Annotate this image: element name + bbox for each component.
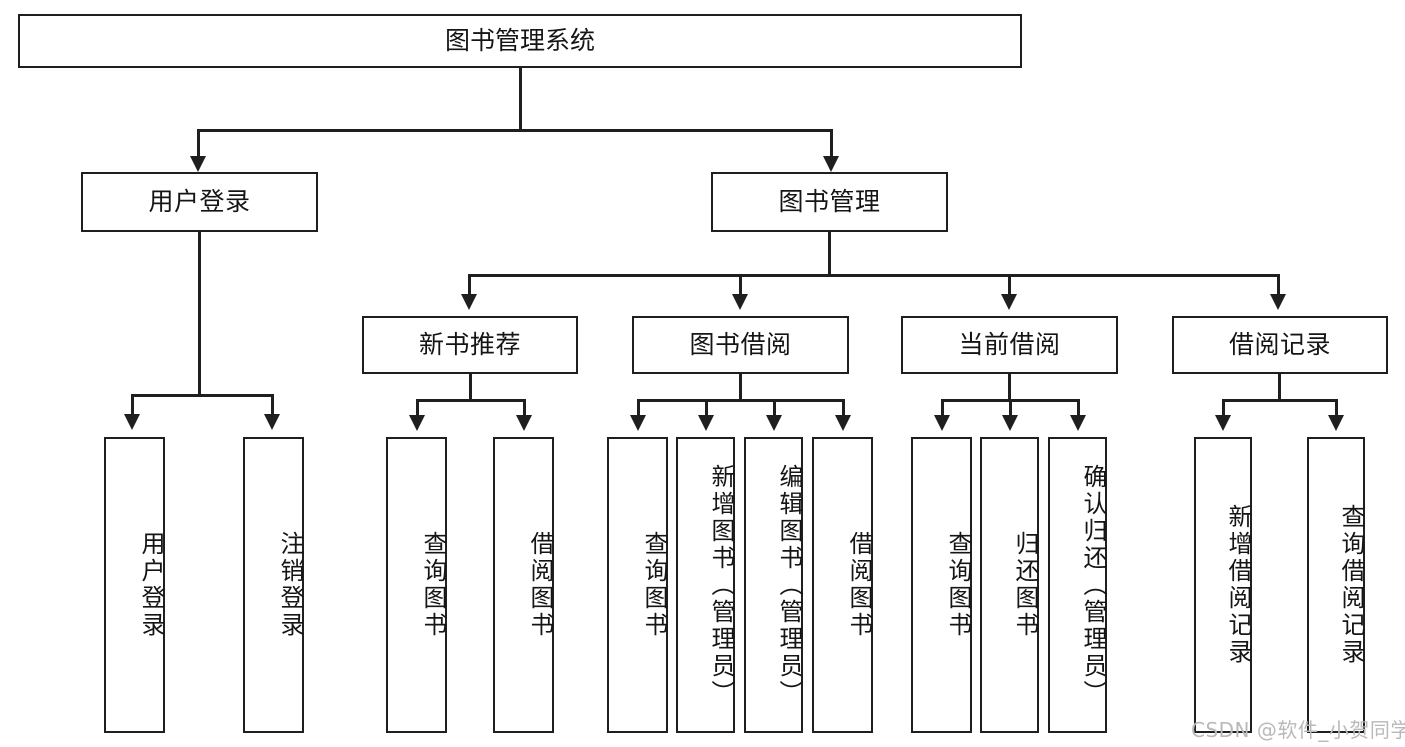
edge-user-login-branch-2 bbox=[271, 394, 274, 416]
node-label: 借阅图书 bbox=[526, 531, 554, 639]
edge-cb-branch-2 bbox=[1009, 399, 1012, 417]
edge-bb-bus bbox=[637, 399, 845, 402]
edge-bb-stem bbox=[739, 374, 742, 401]
edge-bm-branch-2 bbox=[739, 274, 742, 296]
node-label: 当前借阅 bbox=[958, 329, 1061, 359]
node-label: 编辑图书（管理员） bbox=[775, 463, 803, 707]
leaf-cb-return-book[interactable]: 归还图书 bbox=[980, 437, 1039, 733]
node-label: 归还图书 bbox=[1011, 531, 1039, 639]
node-label: 确认归还（管理员） bbox=[1079, 463, 1107, 707]
node-label: 注销登录 bbox=[276, 531, 304, 639]
arrow-nbr-leaf-1 bbox=[409, 415, 425, 431]
edge-bm-branch-3 bbox=[1008, 274, 1011, 296]
node-book-management[interactable]: 图书管理 bbox=[711, 172, 948, 232]
arrow-bb-leaf-3 bbox=[766, 415, 782, 431]
node-label: 查询图书 bbox=[640, 531, 668, 639]
edge-nbr-branch-2 bbox=[523, 399, 526, 417]
edge-root-bus bbox=[197, 129, 833, 132]
edge-cb-stem bbox=[1008, 374, 1011, 401]
arrow-bb-leaf-1 bbox=[630, 415, 646, 431]
edge-book-manage-bus bbox=[468, 274, 1280, 277]
edge-bb-branch-1 bbox=[637, 399, 640, 417]
edge-user-login-stem bbox=[198, 232, 201, 396]
leaf-bb-edit-book-admin[interactable]: 编辑图书（管理员） bbox=[744, 437, 803, 733]
edge-root-to-book-manage bbox=[830, 129, 833, 159]
leaf-cb-query-book[interactable]: 查询图书 bbox=[911, 437, 972, 733]
node-label: 图书管理 bbox=[778, 186, 881, 216]
edge-book-manage-stem bbox=[828, 232, 831, 276]
edge-cb-branch-3 bbox=[1077, 399, 1080, 417]
leaf-br-query-record[interactable]: 查询借阅记录 bbox=[1307, 437, 1365, 733]
edge-nbr-branch-1 bbox=[416, 399, 419, 417]
edge-root-stem bbox=[519, 68, 522, 130]
leaf-bb-add-book-admin[interactable]: 新增图书（管理员） bbox=[676, 437, 735, 733]
node-label: 图书借阅 bbox=[689, 329, 792, 359]
arrow-user-login-leaf-2 bbox=[264, 414, 280, 430]
leaf-br-add-record[interactable]: 新增借阅记录 bbox=[1194, 437, 1252, 733]
arrow-to-new-book bbox=[461, 294, 477, 310]
edge-root-to-user-login bbox=[197, 129, 200, 159]
node-label: 借阅图书 bbox=[845, 531, 873, 639]
node-label: 图书管理系统 bbox=[444, 25, 595, 55]
arrow-bb-leaf-4 bbox=[835, 415, 851, 431]
node-user-login[interactable]: 用户登录 bbox=[81, 172, 318, 232]
edge-br-stem bbox=[1278, 374, 1281, 401]
edge-bb-branch-4 bbox=[842, 399, 845, 417]
arrow-to-book-manage bbox=[823, 156, 839, 172]
edge-bb-branch-3 bbox=[773, 399, 776, 417]
arrow-cb-leaf-1 bbox=[934, 415, 950, 431]
edge-cb-branch-1 bbox=[941, 399, 944, 417]
arrow-to-user-login bbox=[190, 156, 206, 172]
arrow-to-borrow-record bbox=[1270, 294, 1286, 310]
leaf-cb-confirm-return-admin[interactable]: 确认归还（管理员） bbox=[1048, 437, 1107, 733]
edge-nbr-stem bbox=[469, 374, 472, 401]
leaf-user-login-signin[interactable]: 用户登录 bbox=[104, 437, 165, 733]
arrow-cb-leaf-2 bbox=[1002, 415, 1018, 431]
node-label: 查询图书 bbox=[944, 531, 972, 639]
csdn-watermark: CSDN @软件_小贺同学 bbox=[1191, 718, 1405, 742]
node-book-borrow[interactable]: 图书借阅 bbox=[632, 316, 849, 374]
node-root-system[interactable]: 图书管理系统 bbox=[18, 14, 1022, 68]
edge-user-login-branch-1 bbox=[131, 394, 134, 416]
edge-bm-branch-4 bbox=[1277, 274, 1280, 296]
edge-nbr-bus bbox=[416, 399, 526, 402]
leaf-user-login-signout[interactable]: 注销登录 bbox=[243, 437, 304, 733]
node-label: 新增图书（管理员） bbox=[707, 463, 735, 707]
arrow-to-book-borrow bbox=[732, 294, 748, 310]
edge-bm-branch-1 bbox=[468, 274, 471, 296]
arrow-bb-leaf-2 bbox=[698, 415, 714, 431]
leaf-bb-query-book[interactable]: 查询图书 bbox=[607, 437, 668, 733]
leaf-bb-borrow-book[interactable]: 借阅图书 bbox=[812, 437, 873, 733]
edge-br-branch-1 bbox=[1222, 399, 1225, 417]
node-label: 用户登录 bbox=[148, 186, 251, 216]
arrow-cb-leaf-3 bbox=[1070, 415, 1086, 431]
node-new-book-recommend[interactable]: 新书推荐 bbox=[362, 316, 578, 374]
node-current-borrow[interactable]: 当前借阅 bbox=[901, 316, 1118, 374]
arrow-br-leaf-2 bbox=[1328, 415, 1344, 431]
node-label: 借阅记录 bbox=[1228, 329, 1331, 359]
arrow-nbr-leaf-2 bbox=[516, 415, 532, 431]
leaf-nbr-borrow-book[interactable]: 借阅图书 bbox=[493, 437, 554, 733]
leaf-nbr-query-book[interactable]: 查询图书 bbox=[386, 437, 447, 733]
node-label: 新增借阅记录 bbox=[1224, 504, 1252, 666]
arrow-to-current-borrow bbox=[1001, 294, 1017, 310]
edge-br-branch-2 bbox=[1335, 399, 1338, 417]
node-label: 查询借阅记录 bbox=[1337, 504, 1365, 666]
edge-user-login-bus bbox=[131, 394, 274, 397]
node-label: 用户登录 bbox=[137, 531, 165, 639]
edge-bb-branch-2 bbox=[705, 399, 708, 417]
node-borrow-record[interactable]: 借阅记录 bbox=[1172, 316, 1388, 374]
node-label: 新书推荐 bbox=[418, 329, 521, 359]
node-label: 查询图书 bbox=[419, 531, 447, 639]
arrow-br-leaf-1 bbox=[1215, 415, 1231, 431]
arrow-user-login-leaf-1 bbox=[124, 414, 140, 430]
edge-br-bus bbox=[1222, 399, 1338, 402]
